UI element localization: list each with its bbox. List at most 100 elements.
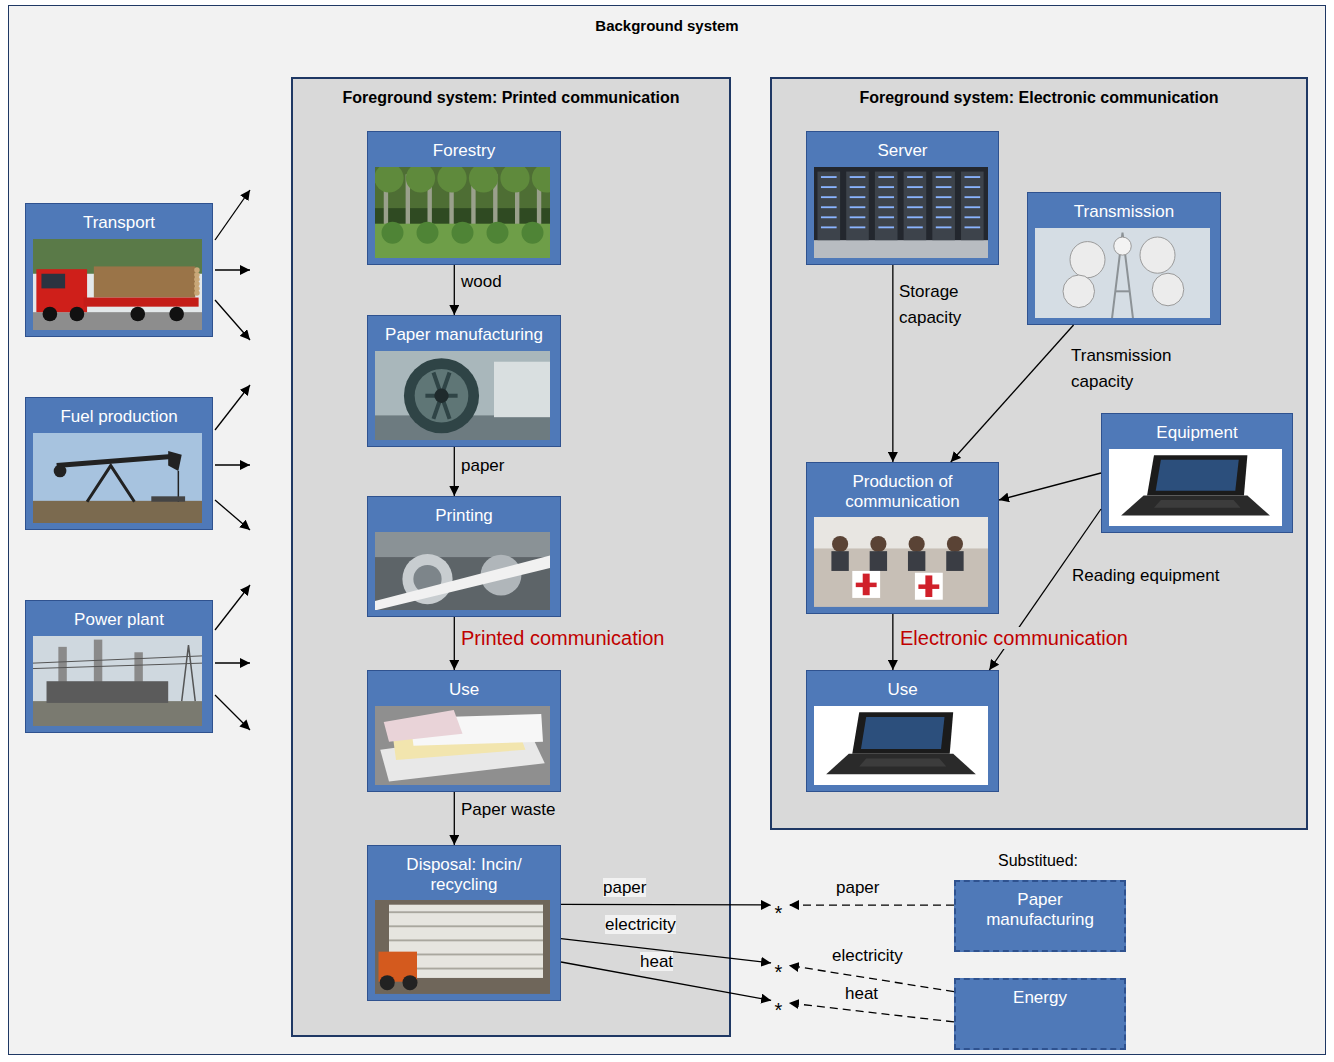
process-box: Printing xyxy=(367,496,561,617)
outflow-arrow xyxy=(215,190,250,240)
flow-arrow xyxy=(454,792,455,845)
flow-arrow xyxy=(454,447,455,496)
node-title: Transport xyxy=(26,204,212,233)
office-picture xyxy=(814,517,988,607)
power-picture xyxy=(33,636,202,726)
flow-line xyxy=(561,904,771,906)
process-box: Forestry xyxy=(367,131,561,265)
flow-line xyxy=(454,617,455,670)
substituted-process-box: Energy xyxy=(954,978,1126,1050)
edge-label: electricity xyxy=(605,915,676,934)
outflow-arrow xyxy=(215,300,250,340)
flow-arrow xyxy=(561,962,954,1022)
process-box: Transport xyxy=(25,203,213,337)
laptop-picture xyxy=(814,706,988,785)
laptop-picture xyxy=(1109,449,1282,526)
junction-mark: * xyxy=(775,999,783,1021)
junction-mark: * xyxy=(775,961,783,983)
node-title: Server xyxy=(807,132,998,161)
process-box: Use xyxy=(806,670,999,792)
edge-label: Transmission capacity xyxy=(1071,346,1171,391)
node-title: Use xyxy=(807,671,998,700)
node-title: Foreground system: Electronic communicat… xyxy=(772,79,1306,107)
edge-label: heat xyxy=(640,952,673,971)
process-box: Power plant xyxy=(25,600,213,733)
edge-label: wood xyxy=(461,272,502,291)
node-title: Production of communication xyxy=(807,463,998,511)
node-title: Forestry xyxy=(368,132,560,161)
node-title: Transmission xyxy=(1028,193,1220,222)
node-title: Energy xyxy=(961,980,1119,1008)
flow-line xyxy=(999,473,1101,500)
flow-arrow xyxy=(999,473,1101,500)
flow-line xyxy=(892,265,893,462)
server-picture xyxy=(814,167,988,258)
edge-label: paper xyxy=(603,878,646,897)
annotation: electricity xyxy=(832,946,903,965)
flow-arrow xyxy=(454,265,455,315)
node-title: Fuel production xyxy=(26,398,212,427)
foreground-system: Foreground system: Electronic communicat… xyxy=(770,77,1308,830)
node-title: Equipment xyxy=(1102,414,1292,443)
node-title: Foreground system: Printed communication xyxy=(293,79,729,107)
truck-picture xyxy=(33,239,202,330)
process-box: Use xyxy=(367,670,561,792)
outflow-arrow xyxy=(215,695,250,730)
node-title: Background system xyxy=(9,6,1325,34)
annotation: Substitued: xyxy=(998,852,1078,869)
flow-arrow xyxy=(892,614,893,670)
process-box: Equipment xyxy=(1101,413,1293,533)
process-box: Paper manufacturing xyxy=(367,315,561,447)
antenna-picture xyxy=(1035,228,1210,318)
substitution-line xyxy=(789,1003,954,1022)
edge-label: Paper waste xyxy=(461,800,556,819)
flow-line xyxy=(454,447,455,496)
flow-line xyxy=(892,614,893,670)
flow-line xyxy=(454,265,455,315)
substitution-line xyxy=(789,904,954,905)
outflow-arrow xyxy=(215,500,250,530)
process-box: Fuel production xyxy=(25,397,213,530)
annotation: heat xyxy=(845,984,878,1003)
process-box: Transmission xyxy=(1027,192,1221,325)
printer-picture xyxy=(375,532,550,610)
outflow-arrow xyxy=(215,385,250,430)
flow-line xyxy=(454,792,455,845)
outflow-arrow xyxy=(215,269,250,270)
node-title: Disposal: Incin/ recycling xyxy=(368,846,560,894)
flow-arrow xyxy=(561,939,954,992)
node-title: Paper manufacturing xyxy=(971,882,1109,929)
oil-picture xyxy=(33,433,202,523)
edge-label: Reading equipment xyxy=(1072,566,1219,585)
flow-arrow xyxy=(892,265,893,462)
node-title: Use xyxy=(368,671,560,700)
edge-label: Storage capacity xyxy=(899,282,961,327)
outflow-arrow xyxy=(215,662,250,663)
papers-picture xyxy=(375,706,550,785)
junction-mark: * xyxy=(775,902,783,924)
background-system: Background systemTransportFuel productio… xyxy=(8,5,1326,1055)
flow-arrow xyxy=(561,904,954,906)
mill-picture xyxy=(375,351,550,440)
outflow-arrow xyxy=(215,464,250,465)
process-box: Production of communication xyxy=(806,462,999,614)
process-box: Server xyxy=(806,131,999,265)
node-title: Power plant xyxy=(26,601,212,630)
node-title: Printing xyxy=(368,497,560,526)
flow-name: Electronic communication xyxy=(900,627,1128,649)
flow-line xyxy=(951,325,1074,462)
flow-name: Printed communication xyxy=(461,627,664,649)
forest-picture xyxy=(375,167,550,258)
foreground-system: Foreground system: Printed communication… xyxy=(291,77,731,1037)
flow-arrow xyxy=(951,325,1074,462)
substituted-process-box: Paper manufacturing xyxy=(954,880,1126,952)
process-box: Disposal: Incin/ recycling xyxy=(367,845,561,1001)
outflow-arrows xyxy=(215,190,250,730)
annotation: paper xyxy=(836,878,879,897)
node-title: Paper manufacturing xyxy=(368,316,560,345)
outflow-arrow xyxy=(215,585,250,630)
edge-label: paper xyxy=(461,456,504,475)
